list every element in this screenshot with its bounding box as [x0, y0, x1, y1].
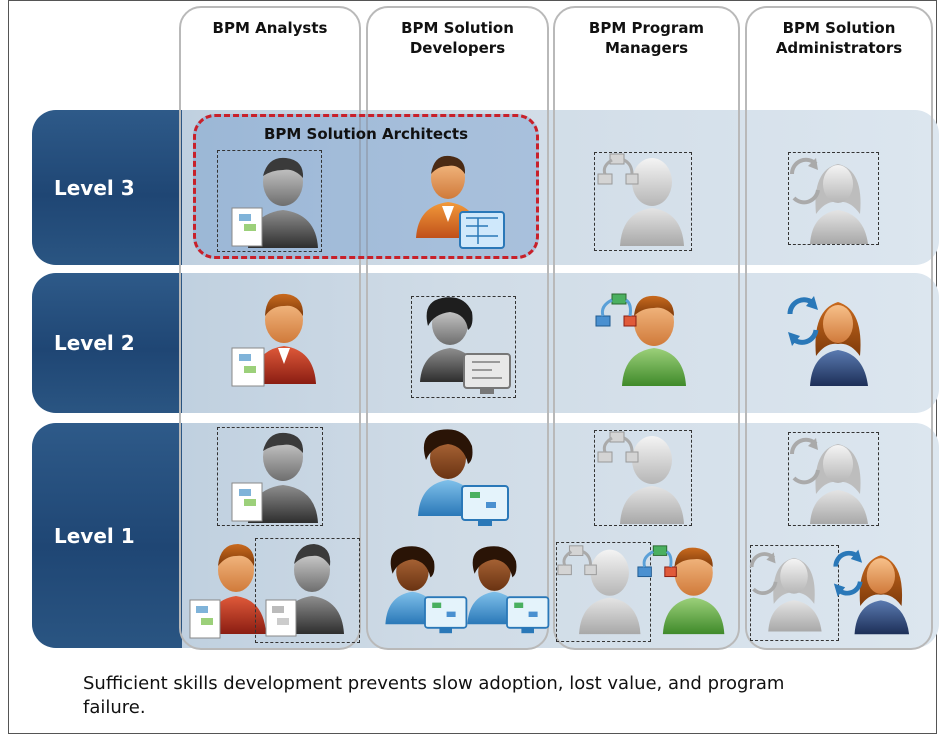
caption-text: Sufficient skills development prevents s…: [83, 673, 785, 718]
program-manager-inactive-icon: [597, 153, 684, 246]
column-header-administrators: BPM Solution Administrators: [775, 19, 903, 57]
administrator-active-icon: [833, 549, 910, 635]
column-bpm-program-managers: BPM Program Managers: [553, 6, 740, 650]
dashed-frame: [788, 152, 879, 245]
dashed-frame: [556, 542, 651, 642]
column-bpm-solution-developers: BPM Solution Developers: [366, 6, 549, 650]
column-header-analysts: BPM Analysts: [212, 19, 328, 37]
architect-active-icon: [416, 155, 505, 249]
program-manager-inactive-icon: [557, 545, 641, 635]
developer-active-icon: [385, 546, 468, 634]
analyst-active-icon: [231, 293, 316, 387]
dashed-frame: [411, 296, 516, 398]
column-bpm-analysts: BPM Analysts: [179, 6, 361, 650]
administrator-active-icon: [787, 296, 868, 386]
program-manager-active-icon: [637, 545, 725, 635]
developer-active-icon: [467, 546, 550, 634]
row-label-level-2: Level 2: [32, 273, 182, 413]
bpm-solution-architects-label: BPM Solution Architects: [263, 125, 469, 143]
analyst-inactive-icon: [265, 544, 344, 637]
row-label-level-1: Level 1: [32, 423, 182, 648]
column-header-developers: BPM Solution Developers: [401, 19, 514, 57]
dashed-frame: [217, 427, 323, 526]
dashed-frame: [594, 430, 692, 526]
row-label-level-3: Level 3: [32, 110, 182, 265]
analyst-inactive-icon: [231, 432, 318, 523]
analyst-inactive-icon: [231, 157, 318, 248]
analyst-active-icon: [189, 544, 266, 639]
developer-inactive-icon: [420, 297, 511, 394]
administrator-inactive-icon: [789, 437, 868, 524]
dashed-frame: [594, 152, 692, 251]
dashed-frame: [217, 150, 322, 252]
administrator-inactive-icon: [749, 552, 822, 632]
program-manager-active-icon: [595, 293, 686, 386]
column-bpm-solution-administrators: BPM Solution Administrators: [745, 6, 933, 650]
program-manager-inactive-icon: [597, 431, 684, 524]
dashed-frame: [788, 432, 879, 526]
developer-active-icon: [418, 429, 509, 526]
administrator-inactive-icon: [789, 157, 868, 244]
dashed-frame: [255, 538, 360, 643]
column-header-program-managers: BPM Program Managers: [588, 19, 705, 57]
